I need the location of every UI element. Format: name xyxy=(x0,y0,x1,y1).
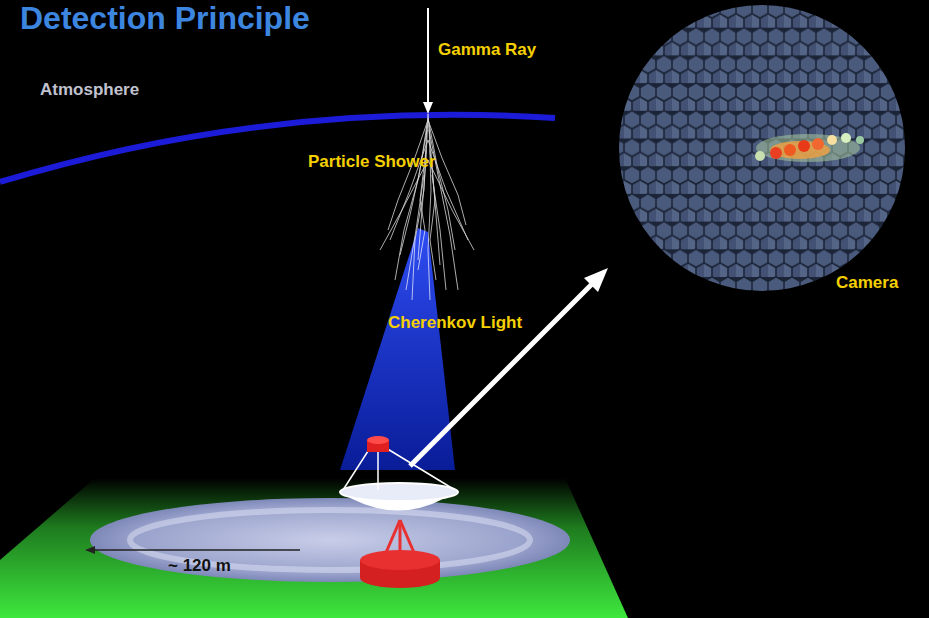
gamma-arrow xyxy=(423,102,433,114)
slide-title: Detection Principle xyxy=(20,0,310,37)
particle-shower xyxy=(380,114,474,300)
gamma-label: Gamma Ray xyxy=(438,40,536,60)
cherenkov-label: Cherenkov Light xyxy=(388,313,522,333)
dimension-arrow xyxy=(85,546,95,554)
dimension-label: ~ 120 m xyxy=(168,556,231,576)
camera-label: Camera xyxy=(836,273,898,293)
telescope xyxy=(340,436,458,588)
camera-image xyxy=(619,5,905,291)
atmosphere-label: Atmosphere xyxy=(40,80,139,100)
ground xyxy=(0,478,628,618)
camera-arrow xyxy=(584,268,608,292)
light-pool xyxy=(90,498,570,582)
shower-label: Particle Shower xyxy=(308,152,436,172)
atmosphere-arc xyxy=(0,115,555,182)
